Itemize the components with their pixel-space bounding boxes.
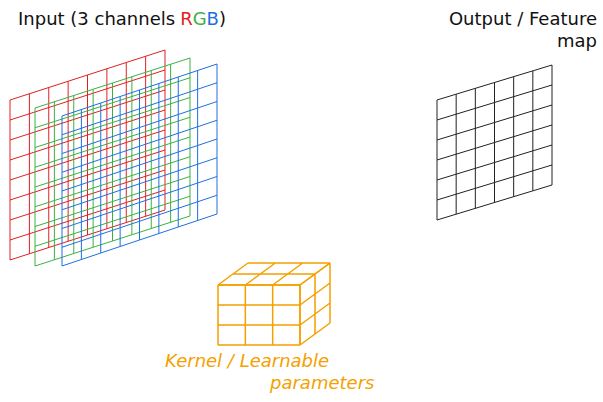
green-letter: G	[193, 8, 207, 30]
input-title: Input (3 channelsRGB)	[18, 8, 226, 30]
feature-map-grid	[437, 65, 552, 220]
red-channel-grid	[10, 50, 165, 260]
red-letter: R	[180, 8, 193, 30]
green-channel-grid	[35, 58, 190, 266]
input-title-text: Input (3 channels	[18, 8, 175, 30]
blue-letter: B	[207, 8, 219, 30]
output-title: Output / Feature map	[432, 8, 597, 51]
blue-channel-grid	[62, 64, 217, 266]
output-title-text: Output / Feature map	[432, 8, 597, 51]
kernel-title-text: Kernel / Learnable parameters	[165, 350, 425, 393]
closing-bracket: )	[219, 8, 226, 30]
kernel-top-face	[218, 263, 330, 285]
kernel-front-face	[218, 285, 300, 345]
kernel-side-face	[300, 263, 330, 345]
kernel-title: Kernel / Learnable parameters	[165, 350, 425, 393]
